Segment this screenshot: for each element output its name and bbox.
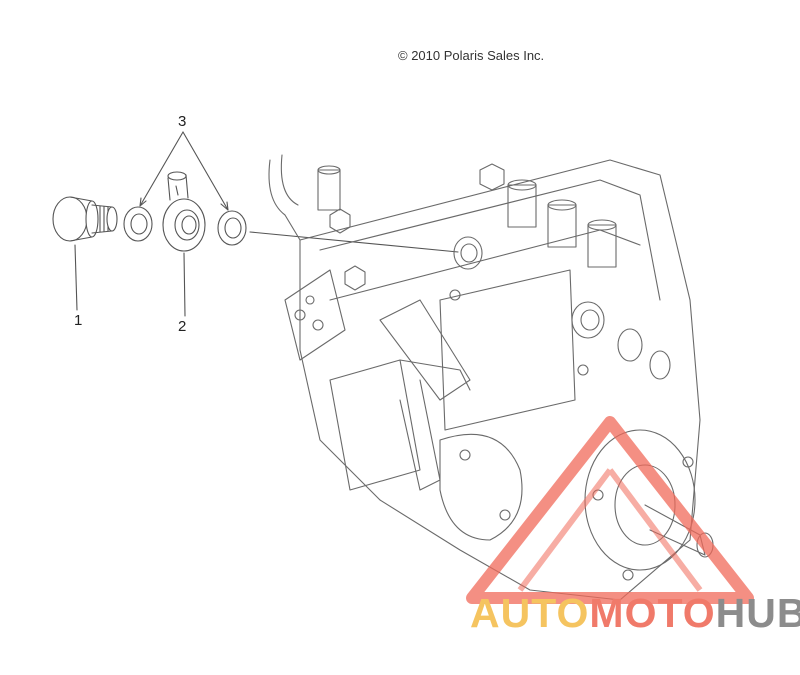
injection-pump-drawing [268,154,714,601]
part-3-washer-right [217,210,247,246]
part-3-washer-left [123,206,153,242]
part-2-banjo-fitting [162,171,206,317]
watermark-text-auto: AUTO [470,590,590,636]
watermark-text-hub: HUB [715,590,800,636]
callout-number-2: 2 [178,318,187,335]
callout-number-3: 3 [178,113,187,130]
callout-3-leaders [139,131,229,211]
watermark-text-moto: MOTO [589,590,716,636]
watermark-triangle-logo [466,416,754,604]
watermark-text: AUTOMOTOHUB [470,590,800,637]
part-1-banjo-bolt [52,196,118,311]
copyright-notice: © 2010 Polaris Sales Inc. [398,48,545,63]
callout-number-1: 1 [74,312,83,329]
